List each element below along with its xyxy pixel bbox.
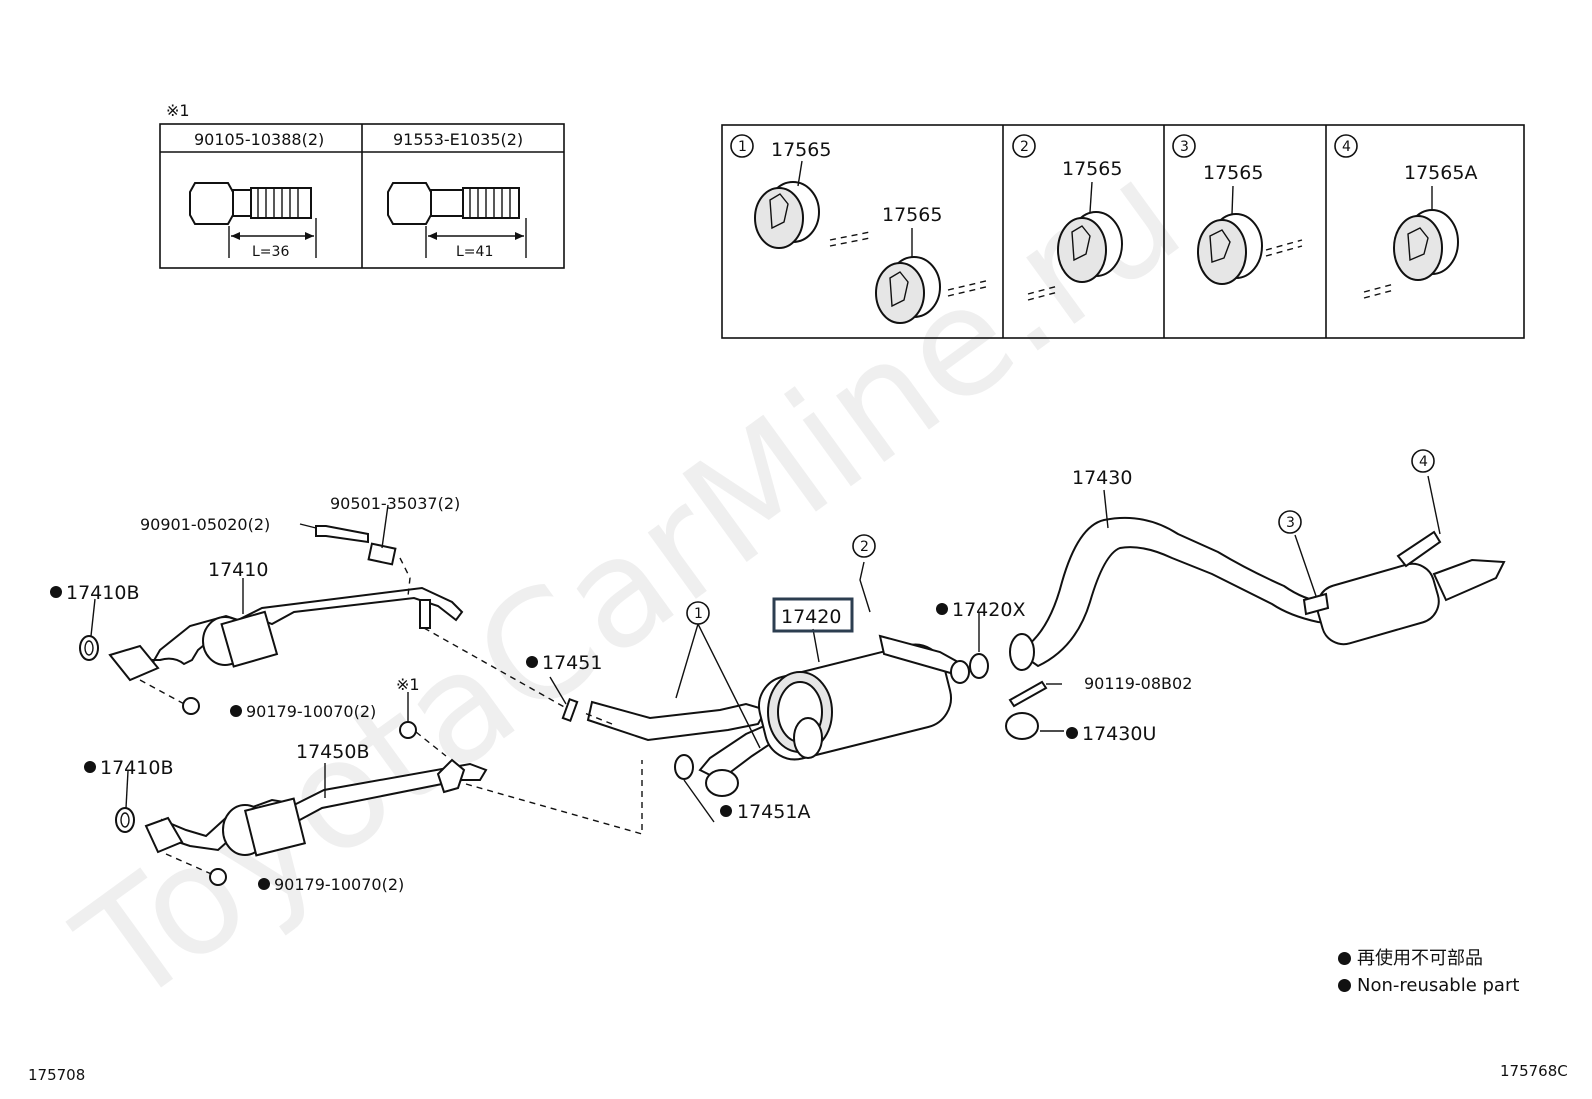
legend: 再使用不可部品 Non-reusable part xyxy=(1338,945,1519,999)
clamp xyxy=(1005,712,1039,740)
label-17410B-lower: 17410B xyxy=(100,757,173,779)
hanger-num-4: 4 xyxy=(1342,139,1351,155)
label-17451: 17451 xyxy=(542,652,602,674)
hanger-table: 1 17565 17565 2 17565 3 17565 xyxy=(721,124,1525,339)
gasket-ring xyxy=(674,754,694,780)
non-reusable-dot xyxy=(526,656,538,668)
legend-text-en: Non-reusable part xyxy=(1357,975,1520,996)
bolt xyxy=(1008,680,1048,708)
footer-left-code: 175708 xyxy=(28,1066,86,1084)
bolt-part-2: 91553-E1035(2) xyxy=(393,130,523,149)
legend-text-jp: 再使用不可部品 xyxy=(1357,948,1483,969)
label-mark-1: ※1 xyxy=(396,675,420,694)
rubber-hanger-icon xyxy=(875,228,991,324)
bolt-table: ※1 90105-10388(2) 91553-E1035(2) L=36 xyxy=(159,101,565,269)
footer-right-code: 175768C xyxy=(1500,1062,1568,1080)
nut xyxy=(182,697,200,715)
rubber-hanger-icon xyxy=(1027,181,1123,301)
hanger-part-2: 17565 xyxy=(1062,158,1122,180)
hanger-part-1b: 17565 xyxy=(882,204,942,226)
rubber-hanger-icon xyxy=(1363,186,1459,299)
non-reusable-dot xyxy=(1338,952,1351,965)
center-muffler xyxy=(586,634,970,797)
callout-1: 1 xyxy=(686,601,710,625)
non-reusable-dot xyxy=(84,761,96,773)
non-reusable-dot xyxy=(50,586,62,598)
label-90501-35037: 90501-35037(2) xyxy=(330,494,460,513)
bolt-icon xyxy=(387,182,527,258)
legend-row-en: Non-reusable part xyxy=(1338,972,1519,999)
non-reusable-dot xyxy=(258,878,270,890)
bolt-length-2: L=41 xyxy=(456,244,493,260)
non-reusable-dot xyxy=(720,805,732,817)
hanger-part-1a: 17565 xyxy=(771,139,831,161)
label-17450B: 17450B xyxy=(296,741,369,763)
hanger-part-4: 17565A xyxy=(1404,162,1477,184)
callout-3: 3 xyxy=(1278,510,1302,534)
bolt xyxy=(399,721,417,739)
legend-row-jp: 再使用不可部品 xyxy=(1338,945,1519,972)
callout-2: 2 xyxy=(852,534,876,558)
svg-text:3: 3 xyxy=(1286,515,1295,531)
label-17420X: 17420X xyxy=(952,599,1025,621)
front-pipe-upper xyxy=(108,586,464,682)
label-17410B-upper: 17410B xyxy=(66,582,139,604)
tail-pipe xyxy=(1009,516,1506,671)
non-reusable-dot xyxy=(1338,979,1351,992)
bolt-part-1: 90105-10388(2) xyxy=(194,130,324,149)
callout-4: 4 xyxy=(1411,449,1435,473)
label-90119-08B02: 90119-08B02 xyxy=(1084,674,1192,693)
gasket-ring xyxy=(969,653,989,679)
watermark: ToyotaCarMine.ru xyxy=(48,128,1211,1040)
bolt xyxy=(315,525,369,544)
hanger-num-2: 2 xyxy=(1020,139,1029,155)
label-17420: 17420 xyxy=(781,606,841,628)
label-90179-lower: 90179-10070(2) xyxy=(274,875,404,894)
label-17451A: 17451A xyxy=(737,801,810,823)
bolt-icon xyxy=(189,182,317,258)
label-17430U: 17430U xyxy=(1082,723,1156,745)
bolt-table-mark: ※1 xyxy=(166,101,190,120)
gasket-ring xyxy=(79,635,99,661)
svg-text:1: 1 xyxy=(694,606,703,622)
label-90901-05020: 90901-05020(2) xyxy=(140,515,270,534)
hanger-num-1: 1 xyxy=(738,139,747,155)
gasket xyxy=(561,697,579,723)
label-90179-upper: 90179-10070(2) xyxy=(246,702,376,721)
non-reusable-dot xyxy=(936,603,948,615)
front-pipe-lower xyxy=(144,758,488,857)
gasket-ring xyxy=(115,807,135,833)
label-17410: 17410 xyxy=(208,559,268,581)
highlight-box xyxy=(772,597,854,633)
rubber-hanger-icon xyxy=(1197,185,1303,285)
hanger-num-3: 3 xyxy=(1180,139,1189,155)
rubber-hanger-icon xyxy=(754,160,871,249)
svg-text:4: 4 xyxy=(1419,454,1428,470)
hanger-part-3: 17565 xyxy=(1203,162,1263,184)
label-17430: 17430 xyxy=(1072,467,1132,489)
bolt-length-1: L=36 xyxy=(252,244,289,260)
non-reusable-dot xyxy=(230,705,242,717)
spring xyxy=(367,542,397,566)
nut xyxy=(209,868,227,886)
non-reusable-dot xyxy=(1066,727,1078,739)
svg-text:2: 2 xyxy=(860,539,869,555)
